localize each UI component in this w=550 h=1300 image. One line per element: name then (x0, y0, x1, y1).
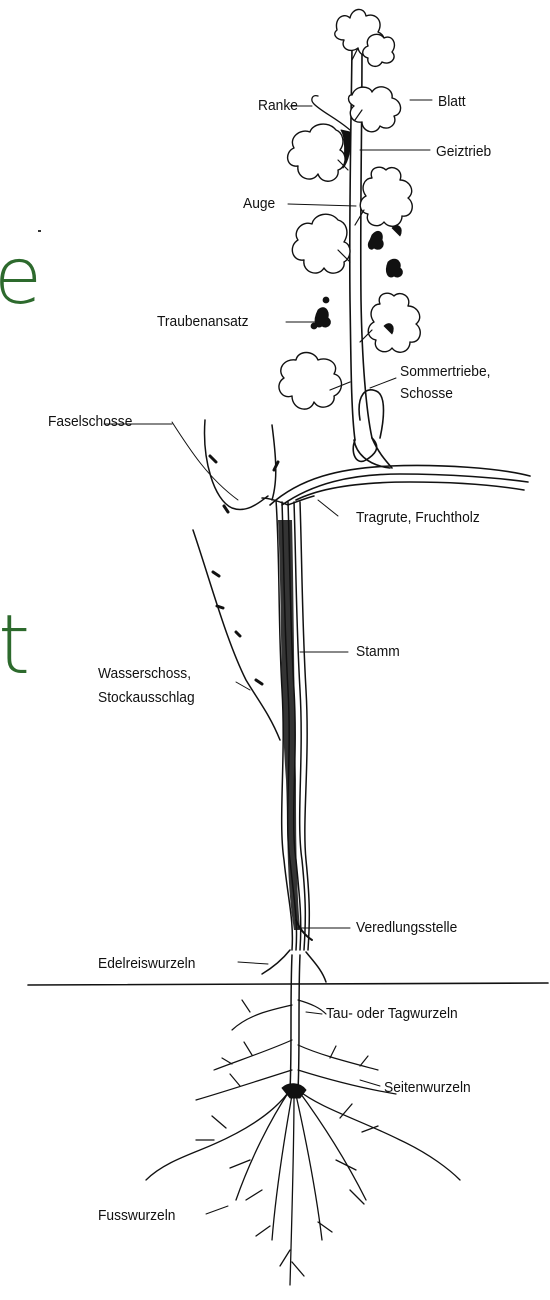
fruiting-cane (270, 465, 530, 505)
edge-fragment-lower: t (0, 598, 30, 694)
label-geiztrieb: Geiztrieb (436, 142, 491, 161)
label-ranke: Ranke (258, 96, 298, 115)
leaf-bottom (279, 353, 342, 410)
label-fusswurzeln: Fusswurzeln (98, 1206, 175, 1225)
label-traubenansatz: Traubenansatz (157, 312, 249, 331)
label-tauwurzeln: Tau- oder Tagwurzeln (326, 1004, 458, 1023)
label-edelreiswurzeln: Edelreiswurzeln (98, 954, 195, 973)
label-stamm: Stamm (356, 642, 400, 661)
edge-fragment-upper: e (0, 232, 42, 322)
water-shoot (193, 530, 280, 740)
label-seitenwurzeln: Seitenwurzeln (384, 1078, 471, 1097)
leaf-auge-right (360, 167, 412, 226)
leaf-auge-left (292, 214, 350, 273)
ground-line (28, 983, 548, 985)
leaf-mid-right (368, 293, 420, 352)
label-auge: Auge (243, 194, 275, 213)
stray-dot (38, 230, 41, 232)
label-sommertriebe-line2: Schosse (400, 384, 453, 403)
leaf-blatt (349, 87, 401, 132)
scion-roots (262, 950, 326, 982)
leaf-top-right (363, 34, 395, 66)
label-wasserschoss-line2: Stockausschlag (98, 688, 195, 707)
foot-roots (146, 1090, 460, 1285)
label-sommertriebe-line1: Sommertriebe, (400, 362, 491, 381)
leaf-ranke-side (288, 124, 345, 181)
label-blatt: Blatt (438, 92, 466, 111)
label-wasserschoss-line1: Wasserschoss, (98, 664, 191, 683)
label-veredlungsstelle: Veredlungsstelle (356, 918, 457, 937)
label-faselschosse: Faselschosse (48, 412, 132, 431)
label-tragrute: Tragrute, Fruchtholz (356, 508, 480, 527)
